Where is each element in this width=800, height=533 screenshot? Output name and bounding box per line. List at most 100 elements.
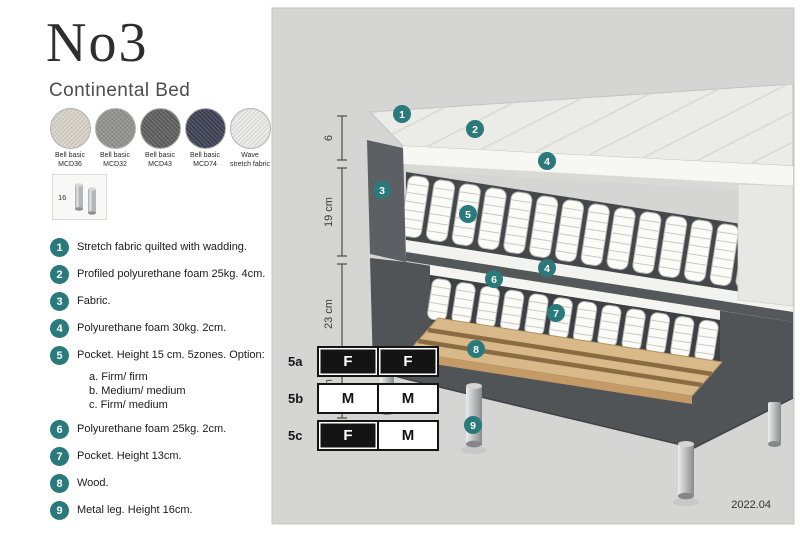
pocket-coil: [451, 282, 476, 325]
svg-text:3: 3: [379, 185, 385, 197]
svg-text:1: 1: [399, 109, 405, 121]
svg-text:5: 5: [465, 209, 471, 221]
callout-3: 3: [373, 181, 391, 199]
metal-leg: [768, 402, 781, 447]
legend-number-badge: 4: [50, 319, 69, 338]
product-title: No3: [46, 12, 149, 74]
legend-number-badge: 5: [50, 346, 69, 365]
pocket-coil: [554, 199, 585, 262]
firmness-option-a: a. Firm/ firm: [89, 371, 148, 383]
firmness-row-label: 5c: [288, 428, 303, 443]
firmness-option-b: b. Medium/ medium: [89, 385, 186, 397]
legend-item-4: 4 Polyurethane foam 30kg. 2cm.: [50, 319, 272, 338]
firmness-option-c: c. Firm/ medium: [89, 399, 168, 411]
quilt-stitching: [370, 84, 793, 166]
pocket-coil: [503, 191, 533, 254]
legend: 1 Stretch fabric quilted with wadding. 2…: [50, 238, 272, 528]
legend-number-badge: 8: [50, 474, 69, 493]
dimension-label: 19 cm: [323, 197, 335, 227]
callout-4a: 4: [538, 152, 556, 170]
fabric-side-panel: [367, 140, 406, 262]
version-label: 2022.04: [731, 499, 771, 511]
svg-text:8: 8: [473, 344, 479, 356]
pocket-coil: [524, 293, 549, 337]
legend-item-2: 2 Profiled polyurethane foam 25kg. 4cm.: [50, 265, 272, 284]
legend-item-9: 9 Metal leg. Height 16cm.: [50, 501, 272, 520]
mattress-bottom-band: [406, 252, 793, 322]
dimension-19cm: 19 cm: [323, 167, 347, 257]
legend-item-text: Polyurethane foam 25kg. 2cm.: [77, 423, 227, 435]
pocket-coil: [709, 223, 739, 286]
callout-6: 6: [485, 270, 503, 288]
legend-item-3: 3 Fabric.: [50, 292, 272, 311]
dimension-label: 23 cm: [323, 299, 335, 329]
metal-leg: [466, 383, 482, 448]
svg-text:2: 2: [472, 124, 478, 136]
legend-number-badge: 3: [50, 292, 69, 311]
slat-front-edge: [408, 352, 692, 404]
firmness-options: 5a F F 5b M M 5c F M: [288, 346, 439, 457]
pocket-coil: [580, 203, 610, 266]
legend-item-6: 6 Polyurethane foam 25kg. 2cm.: [50, 420, 272, 439]
leg-shadow: [673, 498, 699, 506]
callout-7: 7: [547, 304, 565, 322]
pocket-coil: [477, 187, 507, 250]
pocket-coil: [694, 319, 719, 363]
pocket-coil: [425, 179, 456, 242]
pocket-coil: [500, 289, 525, 333]
firmness-row-5c: 5c F M: [288, 420, 439, 451]
svg-text:4: 4: [544, 263, 550, 275]
slat-gap: [417, 338, 703, 388]
legend-item-text: Pocket. Height 15 cm. 5zones. Option:: [77, 349, 265, 361]
svg-text:4: 4: [544, 156, 550, 168]
fabric-swatch-image: [139, 108, 181, 149]
product-subtitle: Continental Bed: [49, 80, 191, 101]
foam-cut-face: [403, 146, 793, 186]
legend-item-text: Fabric.: [77, 295, 111, 307]
firmness-cell: M: [377, 385, 437, 412]
fabric-swatch-image: [94, 108, 136, 149]
legend-item-text: Pocket. Height 13cm.: [77, 450, 182, 462]
legend-item-7: 7 Pocket. Height 13cm.: [50, 447, 272, 466]
pocket-coil: [683, 219, 714, 282]
firmness-cell: M: [319, 385, 377, 412]
legend-item-text: Stretch fabric quilted with wadding.: [77, 241, 247, 253]
leg-thumbnail-label: 16: [58, 192, 67, 202]
firmness-cell: F: [319, 348, 377, 375]
firmness-row-5a: 5a F F: [288, 346, 439, 377]
firmness-box: F M: [317, 420, 439, 451]
pocket-coil: [606, 207, 636, 270]
pocket-coil: [529, 195, 559, 258]
leg-thumbnail: 16: [52, 174, 108, 220]
fabric-swatch-image: [184, 108, 226, 149]
wood-slats: [407, 317, 723, 404]
pocket-coil: [658, 215, 688, 278]
callout-1: 1: [393, 105, 411, 123]
callout-9: 9: [464, 416, 482, 434]
pocket-coil: [645, 312, 671, 355]
callouts: 1 2 4 3 5 4 6 7 8 9: [373, 105, 565, 434]
dimension-6: 6: [323, 115, 347, 161]
legend-number-badge: 9: [50, 501, 69, 520]
firmness-cell: M: [377, 422, 437, 449]
bed-illustration: 6 19 cm 23 cm 16 cm 1: [271, 7, 795, 525]
firmness-row-label: 5a: [288, 354, 303, 369]
leg-shadow: [461, 446, 487, 454]
callout-4b: 4: [538, 259, 556, 277]
callout-5: 5: [459, 205, 477, 223]
pocket-coil: [632, 211, 662, 274]
metal-leg: [678, 441, 694, 500]
legend-number-badge: 6: [50, 420, 69, 439]
upper-foam-under-coils: [406, 240, 793, 312]
legend-number-badge: 7: [50, 447, 69, 466]
legend-item-text: Wood.: [77, 477, 109, 489]
firmness-cell: F: [319, 422, 377, 449]
